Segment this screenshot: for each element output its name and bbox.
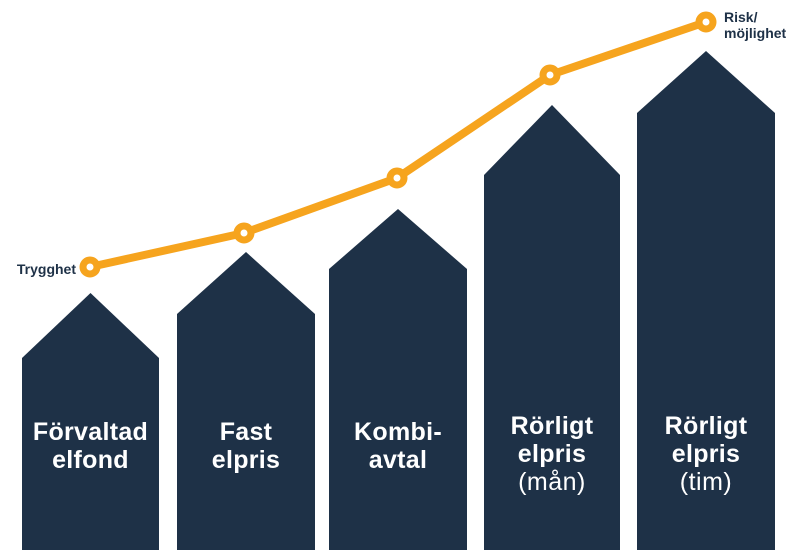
label-trygghet: Trygghet (16, 261, 76, 277)
line-marker-3 (386, 167, 408, 189)
bar-kombi-avtal: Kombi- avtal (329, 209, 467, 550)
bar-label-line: elpris (517, 440, 587, 468)
bar-label-line: elpris (211, 446, 281, 474)
bar-forvaltad-elfond: Förvaltad elfond (22, 293, 159, 550)
line-marker-1 (79, 256, 101, 278)
bar-label-line: (mån) (518, 468, 586, 496)
label-risk-mojlighet: Risk/ möjlighet (724, 9, 800, 41)
bar-label: Rörligt elpris (tim) (637, 412, 775, 496)
bar-label-line: Rörligt (664, 412, 748, 440)
bar-label: Förvaltad elfond (22, 418, 159, 474)
bar-label-line: Kombi- (354, 418, 442, 446)
bar-rorligt-elpris-man: Rörligt elpris (mån) (484, 105, 620, 550)
line-marker-5 (695, 11, 717, 33)
bar-label-line: Rörligt (510, 412, 594, 440)
bar-rorligt-elpris-tim: Rörligt elpris (tim) (637, 51, 775, 550)
line-marker-2 (233, 222, 255, 244)
bar-label-line: (tim) (679, 468, 733, 496)
label-risk-line1: Risk/ (724, 9, 758, 25)
bar-label: Rörligt elpris (mån) (484, 412, 620, 496)
bar-fast-elpris: Fast elpris (177, 252, 315, 550)
bar-label-line: avtal (368, 446, 428, 474)
bar-label: Fast elpris (177, 418, 315, 474)
bar-label-line: elfond (52, 446, 129, 474)
bar-label-line: Fast (219, 418, 273, 446)
bar-label-line: Förvaltad (32, 418, 149, 446)
line-marker-4 (539, 64, 561, 86)
label-risk-line2: möjlighet (724, 25, 787, 41)
bar-label: Kombi- avtal (329, 418, 467, 474)
bar-label-line: elpris (671, 440, 741, 468)
